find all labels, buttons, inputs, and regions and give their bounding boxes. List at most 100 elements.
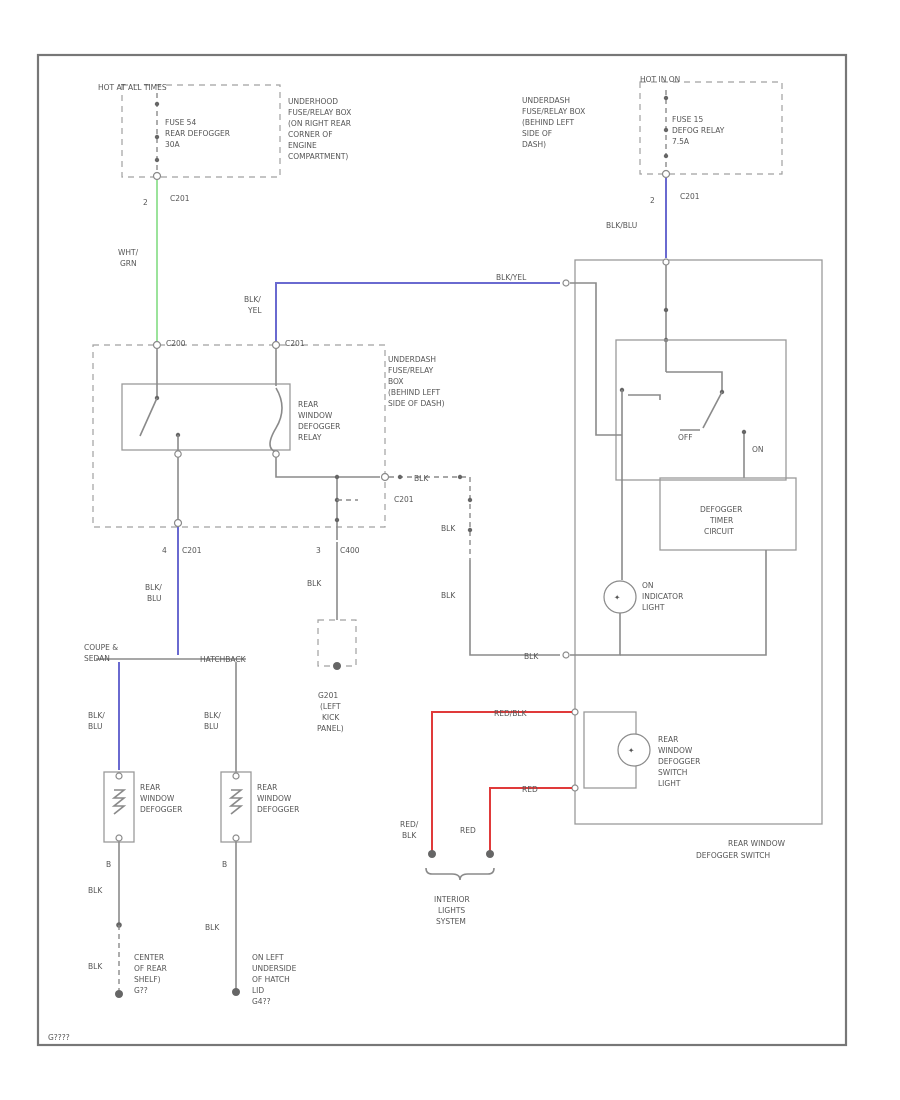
svg-text:✦: ✦ — [628, 746, 634, 755]
diagram-frame — [36, 53, 848, 1047]
branch-coupe-1: COUPE & — [84, 643, 118, 652]
fuse-right-pin: 2 — [650, 196, 655, 205]
relay-label-4: RELAY — [298, 433, 322, 442]
wire-blk-blu-hatch-label-1: BLK/ — [204, 711, 221, 720]
fuse-right-label-3: 7.5A — [672, 137, 690, 146]
relay-label-1: REAR — [298, 400, 318, 409]
wire-blk-def2-label: BLK — [205, 923, 220, 932]
rear-window-defogger-right: REAR WINDOW DEFOGGER — [220, 771, 299, 843]
fuse-right-label-1: FUSE 15 — [672, 115, 703, 124]
switch-on-label: ON — [752, 445, 764, 454]
interior-label-2: LIGHTS — [438, 906, 465, 915]
fuse-left-location-1: UNDERHOOD — [288, 97, 338, 106]
wire-blk-blu-main-label-2: BLU — [147, 594, 161, 603]
relay-connector-left: C200 — [166, 339, 186, 348]
wire-blk-switch-pin-label: BLK — [524, 652, 539, 661]
g201-label-3: KICK — [322, 713, 340, 722]
rear-window-defogger-switch: OFF ON DEFOGGER TIMER CIRCUIT ✦ ON INDIC… — [570, 258, 823, 860]
relay-location-4: (BEHIND LEFT — [388, 388, 441, 397]
connector-c201-right-pin — [661, 169, 671, 179]
g602-label-4: LID — [252, 986, 264, 995]
relay-box-outline — [92, 344, 386, 528]
switch-outline — [574, 259, 823, 825]
wire-blk-blu-main-label-1: BLK/ — [145, 583, 162, 592]
switch-light-label-5: LIGHT — [658, 779, 681, 788]
g601-label-3: SHELF) — [134, 975, 161, 984]
fuse-right-connector: C201 — [680, 192, 700, 201]
relay-label-2: WINDOW — [298, 411, 333, 420]
switch-pin-blk-yel — [562, 279, 570, 287]
wire-blk-blu-hatch-label-2: BLU — [204, 722, 218, 731]
wire-blk-yel-top-label: BLK/YEL — [496, 273, 527, 282]
fuse-right-location-1: UNDERDASH — [522, 96, 570, 105]
fuse-left-pin: 2 — [143, 198, 148, 207]
g201-label-1: G201 — [318, 691, 338, 700]
relay-out-connector: C201 — [394, 495, 414, 504]
relay-location-5: SIDE OF DASH) — [388, 399, 445, 408]
wire-red — [489, 787, 572, 852]
fuse-left-label-2: REAR DEFOGGER — [165, 129, 230, 138]
c400-label: C400 — [340, 546, 360, 555]
wire-red-blk — [431, 711, 572, 852]
wire-blk-ground-left-label: BLK — [88, 962, 103, 971]
wire-blk-yel-label-1: BLK/ — [244, 295, 261, 304]
ground-g201: 3 C400 BLK G201 (LEFT KICK PANEL) — [307, 542, 360, 733]
relay-coil — [269, 387, 283, 453]
wire-blk-def1-label: BLK — [88, 886, 103, 895]
interior-label-1: INTERIOR — [434, 895, 470, 904]
rear-defogger-relay — [121, 383, 291, 451]
wire-blk-switch-feed-label: BLK — [441, 524, 456, 533]
wire-red-top-label: RED — [522, 785, 538, 794]
switch-light-label-1: REAR — [658, 735, 678, 744]
fuse-box-right: HOT IN ON FUSE 15 DEFOG RELAY 7.5A UNDER… — [522, 75, 783, 205]
relay-connector-right: C201 — [285, 339, 305, 348]
indicator-label-1: ON — [642, 581, 654, 590]
timer-label-2: TIMER — [709, 516, 733, 525]
switch-light-label-3: DEFOGGER — [658, 757, 700, 766]
branch-hatch: HATCHBACK — [200, 655, 247, 664]
fuse-right-location-3: (BEHIND LEFT — [522, 118, 575, 127]
g601-label-2: OF REAR — [134, 964, 167, 973]
g601-label-1: CENTER — [134, 953, 164, 962]
g602-label-1: ON LEFT — [252, 953, 284, 962]
indicator-label-3: LIGHT — [642, 603, 665, 612]
footer-code: G???? — [48, 1033, 70, 1042]
fuse-left-label-3: 30A — [165, 140, 181, 149]
fuse-left-location-4: CORNER OF — [288, 130, 333, 139]
timer-label-3: CIRCUIT — [704, 527, 734, 536]
relay-location-2: FUSE/RELAY — [388, 366, 434, 375]
defogger-right-label-2: WINDOW — [257, 794, 292, 803]
c400-pin: 3 — [316, 546, 321, 555]
defogger-timer-circuit — [659, 477, 797, 551]
fuse-left-location-5: ENGINE — [288, 141, 317, 150]
fuse-left-label-1: FUSE 54 — [165, 118, 196, 127]
rear-window-defogger-left: REAR WINDOW DEFOGGER — [103, 771, 182, 843]
wire-blk-blu-coupe-label-1: BLK/ — [88, 711, 105, 720]
g201-label-4: PANEL) — [317, 724, 344, 733]
wire-blk-switch-in-label: BLK — [441, 591, 456, 600]
wire-blk-blu-coupe-label-2: BLU — [88, 722, 102, 731]
fuse-box-right-outline — [639, 81, 783, 175]
switch-off-label: OFF — [678, 433, 693, 442]
fuse-box-left: HOT AT ALL TIMES FUSE 54 REAR DEFOGGER 3… — [98, 83, 351, 207]
fuse-box-left-outline — [121, 84, 281, 178]
fuse-box-left-header: HOT AT ALL TIMES — [98, 83, 167, 92]
branch-coupe-2: SEDAN — [84, 654, 110, 663]
defogger-left-pin: B — [106, 860, 111, 869]
svg-text:✦: ✦ — [614, 593, 620, 602]
g602-label-5: G4?? — [252, 997, 271, 1006]
switch-label-1: REAR WINDOW — [728, 839, 786, 848]
defogger-left-label-3: DEFOGGER — [140, 805, 182, 814]
relay-box: C200 C201 UNDERDASH FUSE/RELAY BOX (BEHI… — [92, 339, 445, 540]
interior-label-3: SYSTEM — [436, 917, 466, 926]
relay-contact — [139, 397, 158, 437]
fuse-left-location-2: FUSE/RELAY BOX — [288, 108, 351, 117]
timer-label-1: DEFOGGER — [700, 505, 742, 514]
indicator-label-2: INDICATOR — [642, 592, 683, 601]
wire-blk-c201-out-label: BLK — [414, 474, 429, 483]
relay-location-1: UNDERDASH — [388, 355, 436, 364]
relay-location-3: BOX — [388, 377, 404, 386]
connector-c201-left-pin — [152, 171, 162, 181]
defogger-left-label-1: REAR — [140, 783, 160, 792]
